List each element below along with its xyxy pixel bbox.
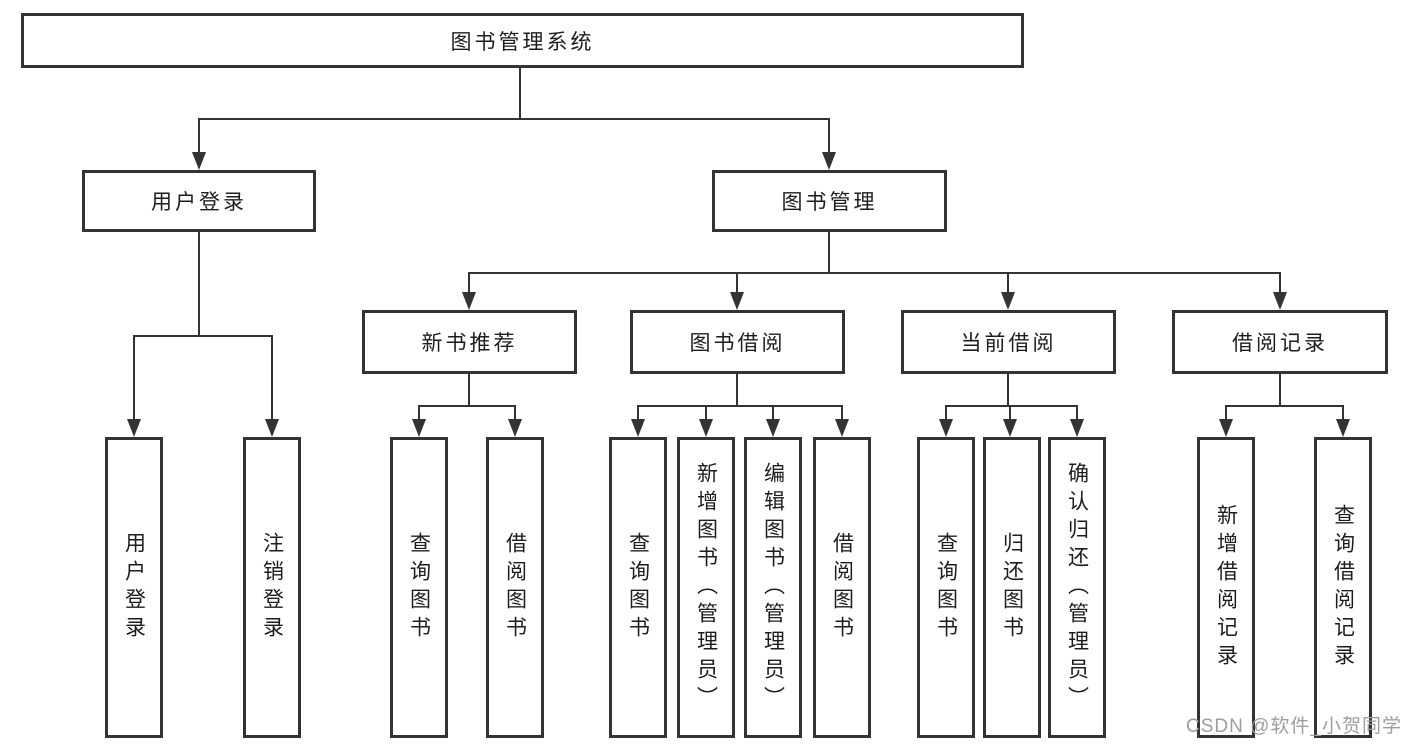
connector-line [133,335,273,337]
leaf-query-books-borrow-label: 查询图书 [626,531,650,644]
leaf-confirm-return-admin: 确认归还（管理员） [1048,437,1106,738]
leaf-edit-book-admin: 编辑图书（管理员） [744,437,802,738]
node-root-label: 图书管理系统 [450,30,595,54]
leaf-return-book: 归还图书 [983,437,1041,738]
connector-line [945,405,1078,407]
leaf-query-books-borrow: 查询图书 [609,437,667,738]
arrowhead-down-icon [127,419,141,437]
leaf-borrow-books-label: 借阅图书 [830,531,854,644]
leaf-logout-label: 注销登录 [260,531,284,644]
connector-line [1225,405,1227,419]
leaf-query-books-recommend-label: 查询图书 [407,531,431,644]
leaf-add-book-admin: 新增图书（管理员） [677,437,735,738]
connector-line [1279,272,1281,292]
connector-line [1225,405,1344,407]
node-current-borrow-label: 当前借阅 [960,332,1057,355]
connector-line [736,374,738,405]
arrowhead-down-icon [699,419,713,437]
arrowhead-down-icon [412,419,426,437]
arrowhead-down-icon [766,419,780,437]
node-new-book-recommend-label: 新书推荐 [421,332,518,355]
leaf-query-books-current-label: 查询图书 [934,531,958,644]
arrowhead-down-icon [192,152,206,170]
arrowhead-down-icon [730,292,744,310]
connector-line [828,232,830,272]
leaf-confirm-return-admin-label: 确认归还（管理员） [1065,461,1089,714]
connector-line [418,405,420,419]
connector-line [841,405,843,419]
connector-line [637,405,843,407]
connector-line [945,405,947,419]
leaf-edit-book-admin-label: 编辑图书（管理员） [761,461,785,714]
connector-line [1007,272,1009,292]
connector-line [736,272,738,292]
leaf-add-borrow-record: 新增借阅记录 [1197,437,1255,738]
arrowhead-down-icon [508,419,522,437]
leaf-add-book-admin-label: 新增图书（管理员） [694,461,718,714]
leaf-add-borrow-record-label: 新增借阅记录 [1214,503,1238,672]
node-current-borrow: 当前借阅 [901,310,1116,374]
csdn-watermark: CSDN @软件_小贺同学 [1186,716,1402,737]
node-root: 图书管理系统 [21,13,1024,68]
arrowhead-down-icon [631,419,645,437]
leaf-return-book-label: 归还图书 [1000,531,1024,644]
connector-line [1007,374,1009,405]
connector-line [271,335,273,419]
connector-line [519,68,521,118]
arrowhead-down-icon [265,419,279,437]
leaf-borrow-books-recommend-label: 借阅图书 [503,531,527,644]
arrowhead-down-icon [1070,419,1084,437]
leaf-user-login: 用户登录 [105,437,163,738]
node-book-borrow: 图书借阅 [630,310,845,374]
node-user-login: 用户登录 [82,170,316,232]
arrowhead-down-icon [1336,419,1350,437]
connector-line [198,232,200,335]
leaf-query-borrow-record-label: 查询借阅记录 [1331,503,1355,672]
leaf-borrow-books: 借阅图书 [813,437,871,738]
arrowhead-down-icon [1001,292,1015,310]
connector-line [198,118,830,120]
connector-line [198,118,200,152]
node-book-management-label: 图书管理 [781,191,878,214]
node-book-management: 图书管理 [712,170,947,232]
leaf-query-books-recommend: 查询图书 [390,437,448,738]
node-borrow-records: 借阅记录 [1172,310,1388,374]
connector-line [1342,405,1344,419]
connector-line [1076,405,1078,419]
connector-line [514,405,516,419]
leaf-logout: 注销登录 [243,437,301,738]
connector-line [828,118,830,152]
node-user-login-label: 用户登录 [151,191,247,214]
arrowhead-down-icon [1003,419,1017,437]
arrowhead-down-icon [462,292,476,310]
connector-line [772,405,774,419]
leaf-query-borrow-record: 查询借阅记录 [1314,437,1372,738]
connector-line [468,272,470,292]
connector-line [1279,374,1281,405]
connector-line [637,405,639,419]
arrowhead-down-icon [835,419,849,437]
connector-line [418,405,516,407]
node-borrow-records-label: 借阅记录 [1232,332,1328,355]
node-new-book-recommend: 新书推荐 [362,310,577,374]
leaf-borrow-books-recommend: 借阅图书 [486,437,544,738]
connector-line [133,335,135,419]
arrowhead-down-icon [1273,292,1287,310]
arrowhead-down-icon [1219,419,1233,437]
arrowhead-down-icon [939,419,953,437]
connector-line [1009,405,1011,419]
connector-line [468,374,470,405]
connector-line [705,405,707,419]
leaf-query-books-current: 查询图书 [917,437,975,738]
leaf-user-login-label: 用户登录 [122,531,146,644]
node-book-borrow-label: 图书借阅 [689,332,786,355]
connector-line [468,272,1281,274]
arrowhead-down-icon [822,152,836,170]
